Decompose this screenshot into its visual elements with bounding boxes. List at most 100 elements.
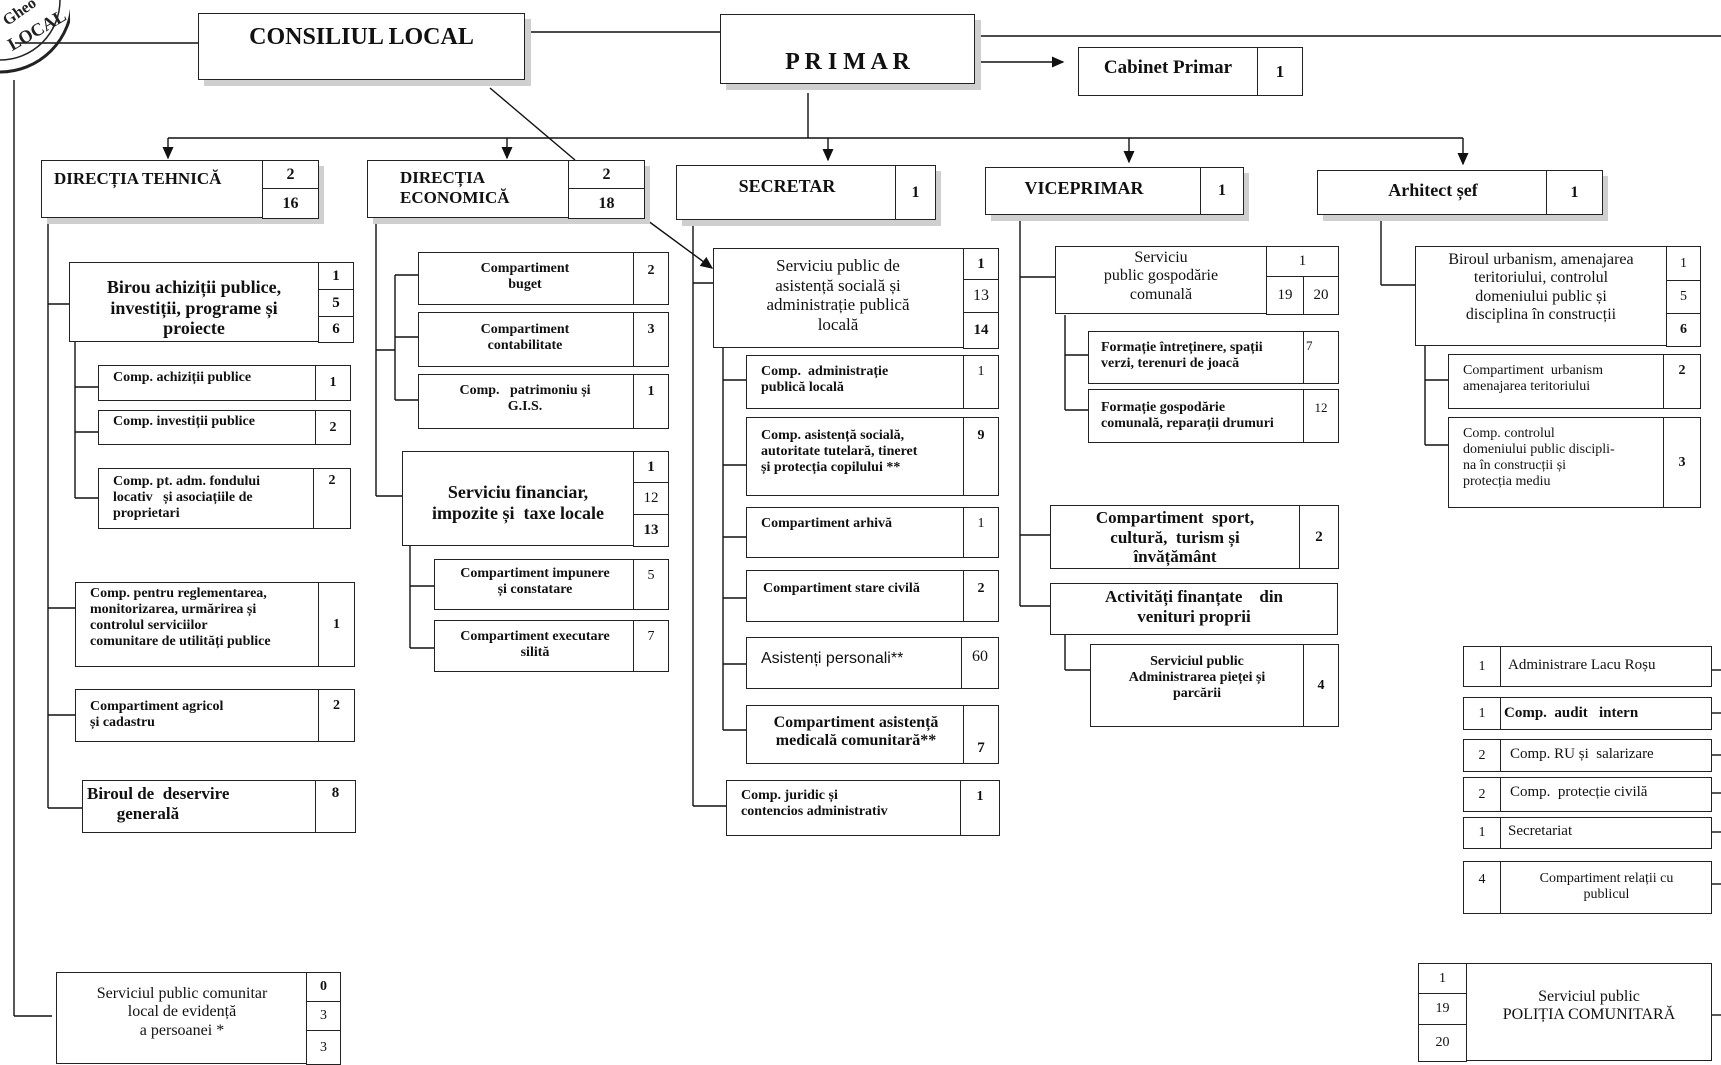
serviciul-piete-count: 4 [1303, 644, 1339, 727]
arhitect-sef-count: 1 [1546, 170, 1603, 215]
serviciul-piete-label: Serviciul public Administrarea pieței și… [1128, 654, 1266, 702]
serviciu-gospodarie-n3: 20 [1303, 276, 1339, 315]
comp-sport-label: Compartiment sport, cultură, turism și î… [1095, 508, 1255, 567]
formatie-intretinere-count: 7 [1303, 331, 1339, 384]
birou-deservire-label: Biroul de deservire generală [87, 784, 230, 823]
asistenti-personali-label: Asistenți personali** [761, 650, 904, 667]
formatie-gospodarie-label: Formație gospodărie comunală, reparații … [1101, 400, 1274, 432]
comp-investitii-box: Comp. investiții publice 2 [98, 410, 351, 445]
serviciu-financiar-label: Serviciu financiar, impozite și taxe loc… [432, 482, 604, 523]
serviciu-asistenta-n3: 14 [963, 312, 999, 349]
activitati-label: Activități finanțate din venituri propri… [1104, 587, 1284, 626]
birou-achizitii-n3: 6 [318, 316, 354, 343]
comp-arhiva-label: Compartiment arhivă [761, 516, 893, 531]
ru-box: 2 Comp. RU și salarizare [1463, 739, 1712, 772]
comp-agricol-count: 2 [318, 689, 355, 742]
primar-box: P R I M A R [720, 14, 975, 84]
activitati-box: Activități finanțate din venituri propri… [1050, 583, 1338, 635]
serviciu-asistenta-box: Serviciu public de asistență socială și … [713, 248, 999, 349]
comp-arhiva-box: Compartiment arhivă 1 [746, 507, 999, 558]
directia-tehnica-box: DIRECȚIA TEHNICĂ 2 16 [41, 160, 319, 219]
comp-sport-count: 2 [1299, 505, 1339, 569]
protectie-box: 2 Comp. protecție civilă [1463, 777, 1712, 812]
politia-n1: 1 [1418, 963, 1467, 994]
secretar-box: SECRETAR 1 [676, 165, 936, 220]
comp-contabilitate-label: Compartiment contabilitate [480, 322, 570, 354]
lacu-rosu-count: 1 [1463, 646, 1501, 687]
politia-n3: 20 [1418, 1024, 1467, 1062]
lacu-rosu-box: 1 Administrare Lacu Roșu [1463, 646, 1712, 687]
comp-stare-civila-box: Compartiment stare civilă 2 [746, 570, 999, 622]
comp-medicala-box: Compartiment asistență medicală comunita… [746, 705, 999, 764]
viceprimar-count: 1 [1200, 167, 1244, 215]
comp-buget-box: Compartiment buget 2 [418, 252, 669, 305]
official-stamp: Gheo LOCAL [0, 0, 70, 74]
secretariat-count: 1 [1463, 817, 1501, 849]
primar-label: P R I M A R [785, 49, 910, 75]
comp-admin-label: Comp. administrație publică locală [761, 364, 889, 396]
comp-juridic-box: Comp. juridic și contencios administrati… [726, 780, 1000, 836]
directia-economica-label: DIRECȚIA ECONOMICĂ [400, 168, 510, 207]
serviciul-evidenta-n2: 3 [306, 1001, 341, 1031]
secretar-label: SECRETAR [738, 176, 836, 196]
biroul-urbanism-n2: 5 [1666, 280, 1701, 314]
secretar-count: 1 [895, 165, 936, 220]
politia-label: Serviciul public POLIȚIA COMUNITARĂ [1502, 988, 1676, 1024]
serviciul-piete-box: Serviciul public Administrarea pieței și… [1090, 644, 1339, 727]
audit-box: 1 Comp. audit intern [1463, 697, 1712, 730]
relatii-publicul-count: 4 [1463, 861, 1501, 914]
birou-achizitii-n2: 5 [318, 289, 354, 317]
comp-admin-count: 1 [963, 355, 999, 409]
serviciu-asistenta-n2: 13 [963, 279, 999, 313]
comp-impunere-box: Compartiment impunere și constatare 5 [434, 559, 669, 610]
comp-executare-count: 7 [633, 620, 669, 672]
comp-agricol-box: Compartiment agricol și cadastru 2 [75, 689, 355, 742]
comp-investitii-label: Comp. investiții publice [113, 414, 255, 429]
directia-tehnica-n2: 16 [262, 188, 319, 219]
relatii-publicul-label: Compartiment relații cu publicul [1539, 871, 1674, 903]
comp-reglementare-label: Comp. pentru reglementarea, monitorizare… [90, 586, 271, 650]
comp-juridic-label: Comp. juridic și contencios administrati… [741, 788, 888, 820]
comp-executare-label: Compartiment executare silită [460, 629, 610, 661]
serviciul-evidenta-n3: 3 [306, 1030, 341, 1065]
serviciu-financiar-n3: 13 [633, 514, 669, 547]
comp-stare-civila-label: Compartiment stare civilă [763, 581, 920, 596]
serviciu-gospodarie-n1: 1 [1266, 246, 1339, 277]
comp-patrimoniu-count: 1 [633, 374, 669, 429]
formatie-gospodarie-box: Formație gospodărie comunală, reparații … [1088, 389, 1339, 443]
serviciul-evidenta-n1: 0 [306, 972, 341, 1002]
birou-achizitii-label: Birou achiziții publice, investiții, pro… [106, 277, 282, 339]
ru-count: 2 [1463, 739, 1501, 772]
directia-tehnica-label: DIRECȚIA TEHNICĂ [54, 169, 222, 188]
comp-investitii-count: 2 [315, 410, 351, 445]
audit-label: Comp. audit intern [1504, 705, 1639, 721]
lacu-rosu-label: Administrare Lacu Roșu [1508, 657, 1656, 673]
relatii-publicul-box: 4 Compartiment relații cu publicul [1463, 861, 1712, 914]
comp-control-box: Comp. controlul domeniului public discip… [1448, 417, 1701, 508]
ru-label: Comp. RU și salarizare [1510, 746, 1654, 762]
consiliul-local-label: CONSILIUL LOCAL [249, 24, 474, 50]
comp-reglementare-count: 1 [318, 582, 355, 667]
comp-buget-count: 2 [633, 252, 669, 305]
arhitect-sef-box: Arhitect șef 1 [1317, 170, 1603, 215]
comp-control-label: Comp. controlul domeniului public discip… [1463, 426, 1615, 490]
comp-patrimoniu-box: Comp. patrimoniu și G.I.S. 1 [418, 374, 669, 429]
biroul-urbanism-n3: 6 [1666, 313, 1701, 347]
comp-contabilitate-count: 3 [633, 312, 669, 367]
comp-achizitii-box: Comp. achiziții publice 1 [98, 365, 351, 401]
serviciu-asistenta-label: Serviciu public de asistență socială și … [766, 256, 910, 334]
formatie-intretinere-label: Formație întreținere, spații verzi, tere… [1101, 340, 1263, 372]
comp-asistenta-sociala-count: 9 [963, 417, 999, 496]
viceprimar-box: VICEPRIMAR 1 [985, 167, 1244, 215]
comp-fond-count: 2 [313, 468, 351, 529]
comp-asistenta-sociala-label: Comp. asistență socială, autoritate tute… [761, 428, 918, 476]
audit-count: 1 [1463, 697, 1501, 730]
birou-deservire-count: 8 [315, 780, 356, 833]
cabinet-primar-box: Cabinet Primar 1 [1078, 47, 1303, 96]
comp-achizitii-label: Comp. achiziții publice [113, 370, 252, 385]
asistenti-personali-count: 60 [961, 637, 999, 689]
protectie-label: Comp. protecție civilă [1510, 784, 1648, 800]
comp-impunere-label: Compartiment impunere și constatare [460, 566, 610, 598]
formatie-gospodarie-count: 12 [1303, 389, 1339, 443]
